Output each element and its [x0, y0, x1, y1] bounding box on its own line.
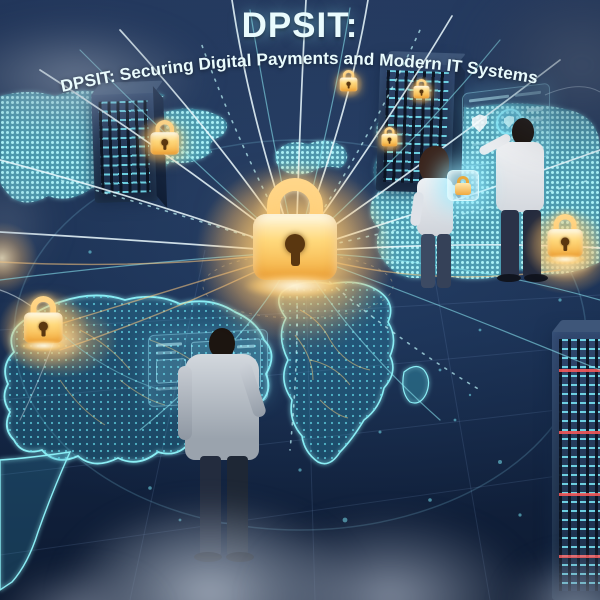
padlock-icon-floating-3 [411, 79, 432, 103]
mini-padlock-body [455, 183, 471, 195]
scene-subtitle-arc: DPSIT: Securing Digital Payments and Mod… [59, 49, 540, 96]
scene-title: DPSIT: [241, 6, 359, 45]
left-arm [178, 366, 192, 440]
left-shoe [497, 274, 521, 282]
keyhole [285, 234, 305, 254]
padlock-icon-central [162, 132, 428, 372]
cloud-icon-top-left [0, 18, 210, 138]
lock-base-glow [228, 270, 362, 302]
padlock-icon-floating-4 [379, 127, 400, 151]
island-madagascar [402, 365, 430, 404]
lock-body [253, 214, 337, 280]
scene-subtitle: DPSIT: Securing Digital Payments and Mod… [59, 49, 540, 96]
shirt [496, 142, 544, 212]
padlock-icon-floating-2 [337, 70, 360, 96]
padlock-icon-left [0, 274, 105, 386]
keyhole-stem [290, 248, 300, 266]
svg-text:DPSIT: Securing Digital Paymen: DPSIT: Securing Digital Payments and Mod… [59, 49, 540, 96]
padlock-icon-right [509, 194, 600, 296]
hair [419, 146, 449, 184]
right-leg [437, 234, 451, 288]
mini-padlock-shackle [457, 176, 469, 185]
cube-icon [447, 170, 479, 201]
